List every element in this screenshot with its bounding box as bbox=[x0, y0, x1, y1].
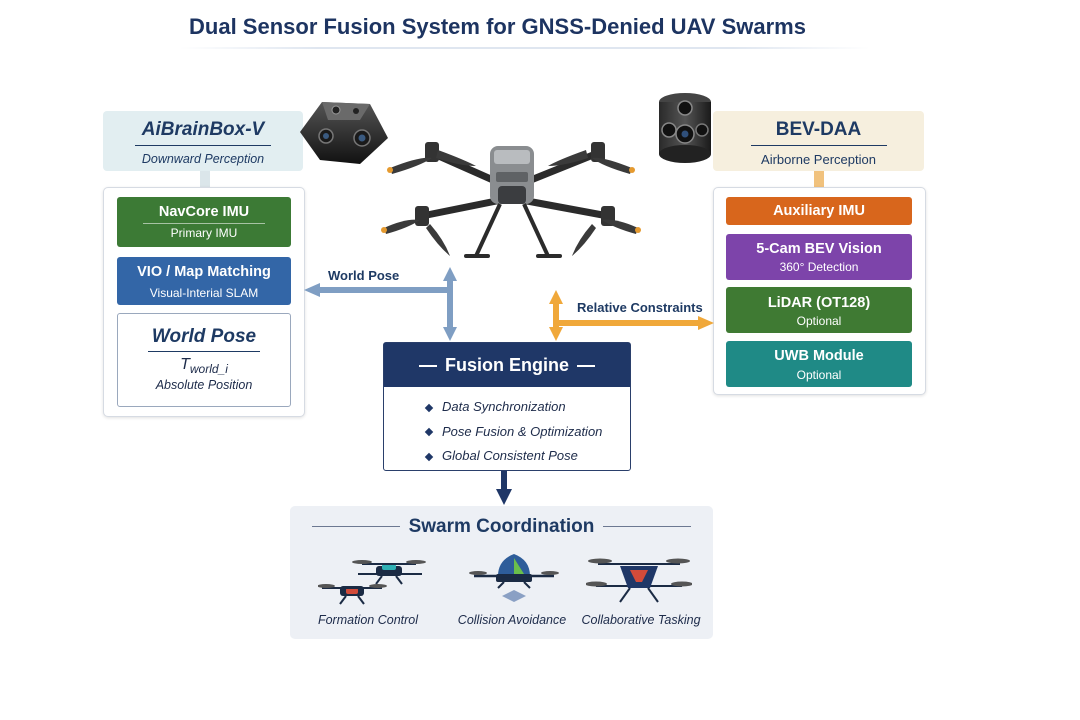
fusion-engine-box: Fusion Engine Data Synchronization Pose … bbox=[383, 342, 631, 471]
uwb-module-box: UWB Module Optional bbox=[726, 341, 912, 387]
quadcopter-drone-image bbox=[381, 142, 641, 258]
page-title: Dual Sensor Fusion System for GNSS-Denie… bbox=[189, 14, 806, 39]
title-line-left bbox=[312, 526, 400, 527]
diamond-bullet-icon bbox=[424, 403, 434, 412]
navcore-imu-title: NavCore IMU bbox=[158, 204, 250, 220]
bev-vision-subtitle: 360° Detection bbox=[779, 260, 859, 274]
lidar-box: LiDAR (OT128) Optional bbox=[726, 287, 912, 333]
lidar-title: LiDAR (OT128) bbox=[767, 295, 871, 311]
world-pose-title: World Pose bbox=[151, 326, 257, 347]
navcore-imu-subtitle: Primary IMU bbox=[170, 226, 238, 240]
list-item: Data Synchronization bbox=[424, 395, 630, 420]
uwb-title: UWB Module bbox=[774, 348, 864, 364]
vio-title: VIO / Map Matching bbox=[137, 264, 271, 280]
aibrainbox-panel: NavCore IMU Primary IMU VIO / Map Matchi… bbox=[103, 187, 305, 417]
bev-daa-camera-icon bbox=[659, 93, 711, 163]
header-dash bbox=[577, 365, 595, 368]
collision-avoidance-drone-icon bbox=[469, 554, 559, 602]
collaborative-tasking-label: Collaborative Tasking bbox=[581, 613, 701, 627]
header-divider bbox=[750, 145, 887, 146]
world-pose-arrow-label: World Pose bbox=[328, 268, 400, 283]
list-item-text: Pose Fusion & Optimization bbox=[442, 423, 603, 439]
box-divider bbox=[143, 223, 265, 224]
collaborative-tasking-drone-icon bbox=[586, 558, 692, 603]
formation-control-label: Formation Control bbox=[317, 613, 419, 627]
right-connector bbox=[814, 171, 824, 188]
swarm-coordination-panel: Swarm Coordination bbox=[290, 506, 713, 639]
title-line-right bbox=[603, 526, 691, 527]
navcore-imu-box: NavCore IMU Primary IMU bbox=[117, 197, 291, 247]
uwb-subtitle: Optional bbox=[796, 368, 842, 382]
list-item-text: Global Consistent Pose bbox=[442, 448, 578, 463]
diamond-bullet-icon bbox=[424, 452, 434, 461]
auxiliary-imu-title: Auxiliary IMU bbox=[773, 203, 865, 219]
list-item: Global Consistent Pose bbox=[424, 444, 630, 469]
collision-avoidance-label: Collision Avoidance bbox=[457, 613, 567, 627]
bev-daa-subtitle: Airborne Perception bbox=[761, 152, 876, 167]
bev-daa-header: BEV-DAA Airborne Perception bbox=[713, 111, 924, 171]
title-divider bbox=[180, 47, 870, 49]
list-item: Pose Fusion & Optimization bbox=[424, 420, 630, 445]
fusion-engine-title: Fusion Engine bbox=[445, 355, 569, 375]
list-item-text: Data Synchronization bbox=[442, 399, 566, 414]
header-divider bbox=[135, 145, 271, 146]
fusion-engine-list: Data Synchronization Pose Fusion & Optim… bbox=[384, 395, 630, 469]
bev-vision-title: 5-Cam BEV Vision bbox=[756, 241, 882, 257]
vio-map-matching-box: VIO / Map Matching Visual-Interial SLAM bbox=[117, 257, 291, 305]
world-pose-formula: Tworld_i bbox=[118, 356, 290, 376]
aibrainbox-subtitle: Downward Perception bbox=[141, 152, 265, 166]
bev-daa-title: BEV-DAA bbox=[775, 119, 862, 140]
left-connector bbox=[200, 171, 210, 188]
world-pose-box: World Pose Tworld_i Absolute Position bbox=[117, 313, 291, 407]
fusion-engine-header: Fusion Engine bbox=[384, 343, 630, 387]
bev-daa-panel: Auxiliary IMU 5-Cam BEV Vision 360° Dete… bbox=[713, 187, 926, 395]
auxiliary-imu-box: Auxiliary IMU bbox=[726, 197, 912, 225]
formula-symbol: T bbox=[180, 356, 190, 373]
swarm-coordination-title: Swarm Coordination bbox=[408, 516, 595, 537]
aibrainbox-title: AiBrainBox-V bbox=[141, 119, 265, 140]
aibrainbox-header: AiBrainBox-V Downward Perception bbox=[103, 111, 303, 171]
vio-subtitle: Visual-Interial SLAM bbox=[149, 286, 259, 300]
diamond-bullet-icon bbox=[424, 427, 434, 437]
lidar-subtitle: Optional bbox=[796, 314, 842, 328]
bev-vision-box: 5-Cam BEV Vision 360° Detection bbox=[726, 234, 912, 280]
header-dash bbox=[419, 365, 437, 368]
world-pose-divider bbox=[148, 351, 260, 352]
aibrainbox-device-icon bbox=[300, 102, 388, 164]
formula-subscript: world_i bbox=[189, 362, 228, 377]
world-pose-subtitle: Absolute Position bbox=[155, 378, 253, 393]
relative-constraints-arrow-label: Relative Constraints bbox=[577, 300, 703, 315]
formation-drones-icon bbox=[318, 560, 426, 605]
